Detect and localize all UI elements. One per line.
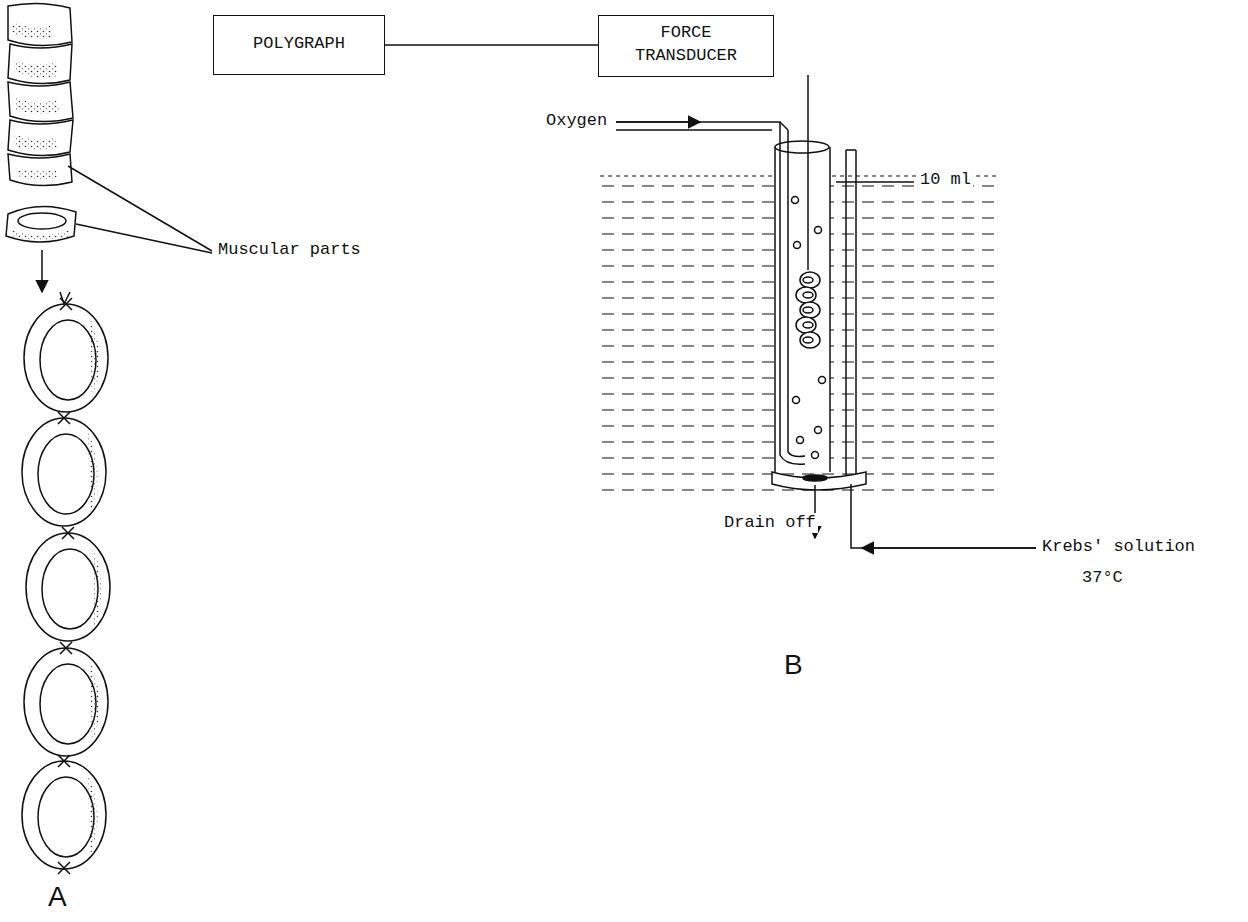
trachea <box>14 134 58 150</box>
oxygen-bubbles <box>815 427 822 434</box>
ring-chain <box>60 292 70 304</box>
inlet-pipe <box>851 484 1036 548</box>
tracheal-ring <box>18 213 66 229</box>
trachea <box>8 3 72 45</box>
ring-chain <box>26 533 110 641</box>
organ-tube <box>775 141 829 153</box>
instrument-box: POLYGRAPH <box>213 15 385 75</box>
trachea <box>8 154 72 186</box>
trachea <box>8 82 73 122</box>
oxygen-pipe <box>616 129 772 131</box>
organ-tube <box>845 150 847 478</box>
leader-line <box>76 224 212 253</box>
oxygen-bubbles <box>812 452 819 459</box>
panel-letter: A <box>46 880 69 914</box>
illustration <box>6 3 1036 874</box>
tissue-rings <box>796 272 820 348</box>
part-label: Krebs' solution <box>1040 537 1197 557</box>
ring-chain <box>88 775 98 857</box>
organ-tube <box>855 150 857 478</box>
trachea <box>8 44 72 84</box>
part-label: 37°C <box>1080 568 1125 588</box>
ring-chain <box>58 412 70 424</box>
trachea <box>12 22 52 39</box>
thread <box>807 75 809 270</box>
oxygen-bubbles <box>792 197 799 204</box>
trachea <box>18 168 58 180</box>
oxygen-pipe <box>616 122 805 464</box>
ring-chain <box>88 432 98 514</box>
organ-tube <box>829 147 831 472</box>
ring-chain <box>62 527 74 539</box>
ring-chain <box>40 320 96 400</box>
ring-chain <box>22 292 110 874</box>
oxygen-bubbles <box>819 377 826 384</box>
trachea <box>8 3 73 185</box>
oxygen-bubbles <box>793 397 800 404</box>
part-label: Drain off <box>722 513 818 533</box>
ring-chain <box>38 434 94 514</box>
arrow <box>862 547 1036 549</box>
signal-cable <box>385 44 598 46</box>
arrow <box>41 250 43 292</box>
oxygen-bubbles <box>792 197 826 459</box>
ring-chain <box>90 318 100 400</box>
trachea <box>8 120 73 156</box>
oxygen-pipe <box>780 122 788 130</box>
tracheal-ring <box>12 230 70 240</box>
ring-chain <box>60 642 72 654</box>
oxygen-pipe <box>616 122 805 464</box>
box-label: POLYGRAPH <box>222 33 376 56</box>
ring-chain <box>22 418 106 526</box>
oxygen-bubbles <box>797 437 804 444</box>
ring-chain <box>58 755 70 767</box>
organ-tube <box>775 147 830 472</box>
tissue-rings <box>803 307 813 313</box>
ring-chain <box>24 648 108 756</box>
ring-chain <box>38 777 94 857</box>
trachea <box>14 60 58 77</box>
tissue-rings <box>803 292 813 298</box>
ring-chain <box>92 547 102 629</box>
organ-tube <box>772 141 866 490</box>
tissue-rings <box>800 272 820 288</box>
panel-letter: B <box>782 648 805 682</box>
ring-chain <box>42 549 98 629</box>
tissue-rings <box>803 277 813 283</box>
tissue-rings <box>800 302 820 318</box>
part-label: Oxygen <box>544 111 609 131</box>
tracheal-ring <box>6 206 76 242</box>
part-label: Muscular parts <box>216 240 363 260</box>
tissue-rings <box>800 332 820 348</box>
tissue-rings <box>796 287 816 303</box>
leader-line <box>836 181 914 183</box>
organ-tube <box>846 149 856 151</box>
organ-tube <box>803 475 827 481</box>
ring-chain <box>22 761 106 869</box>
ring-chain <box>24 304 108 412</box>
ring-chain <box>90 662 100 744</box>
organ-tube <box>774 147 776 472</box>
ring-chain <box>58 862 70 874</box>
box-label: FORCE TRANSDUCER <box>607 22 765 68</box>
part-label: 10 ml <box>918 170 973 190</box>
tissue-rings <box>803 337 813 343</box>
tissue-rings <box>803 322 813 328</box>
oxygen-bubbles <box>815 227 822 234</box>
tissue-rings <box>796 317 816 333</box>
ring-chain <box>40 664 96 744</box>
organ-tube <box>772 472 866 490</box>
tracheal-ring <box>6 206 76 242</box>
trachea <box>16 98 60 114</box>
oxygen-bubbles <box>794 242 801 249</box>
water-bath <box>602 473 1000 474</box>
instrument-box: FORCE TRANSDUCER <box>598 15 774 77</box>
